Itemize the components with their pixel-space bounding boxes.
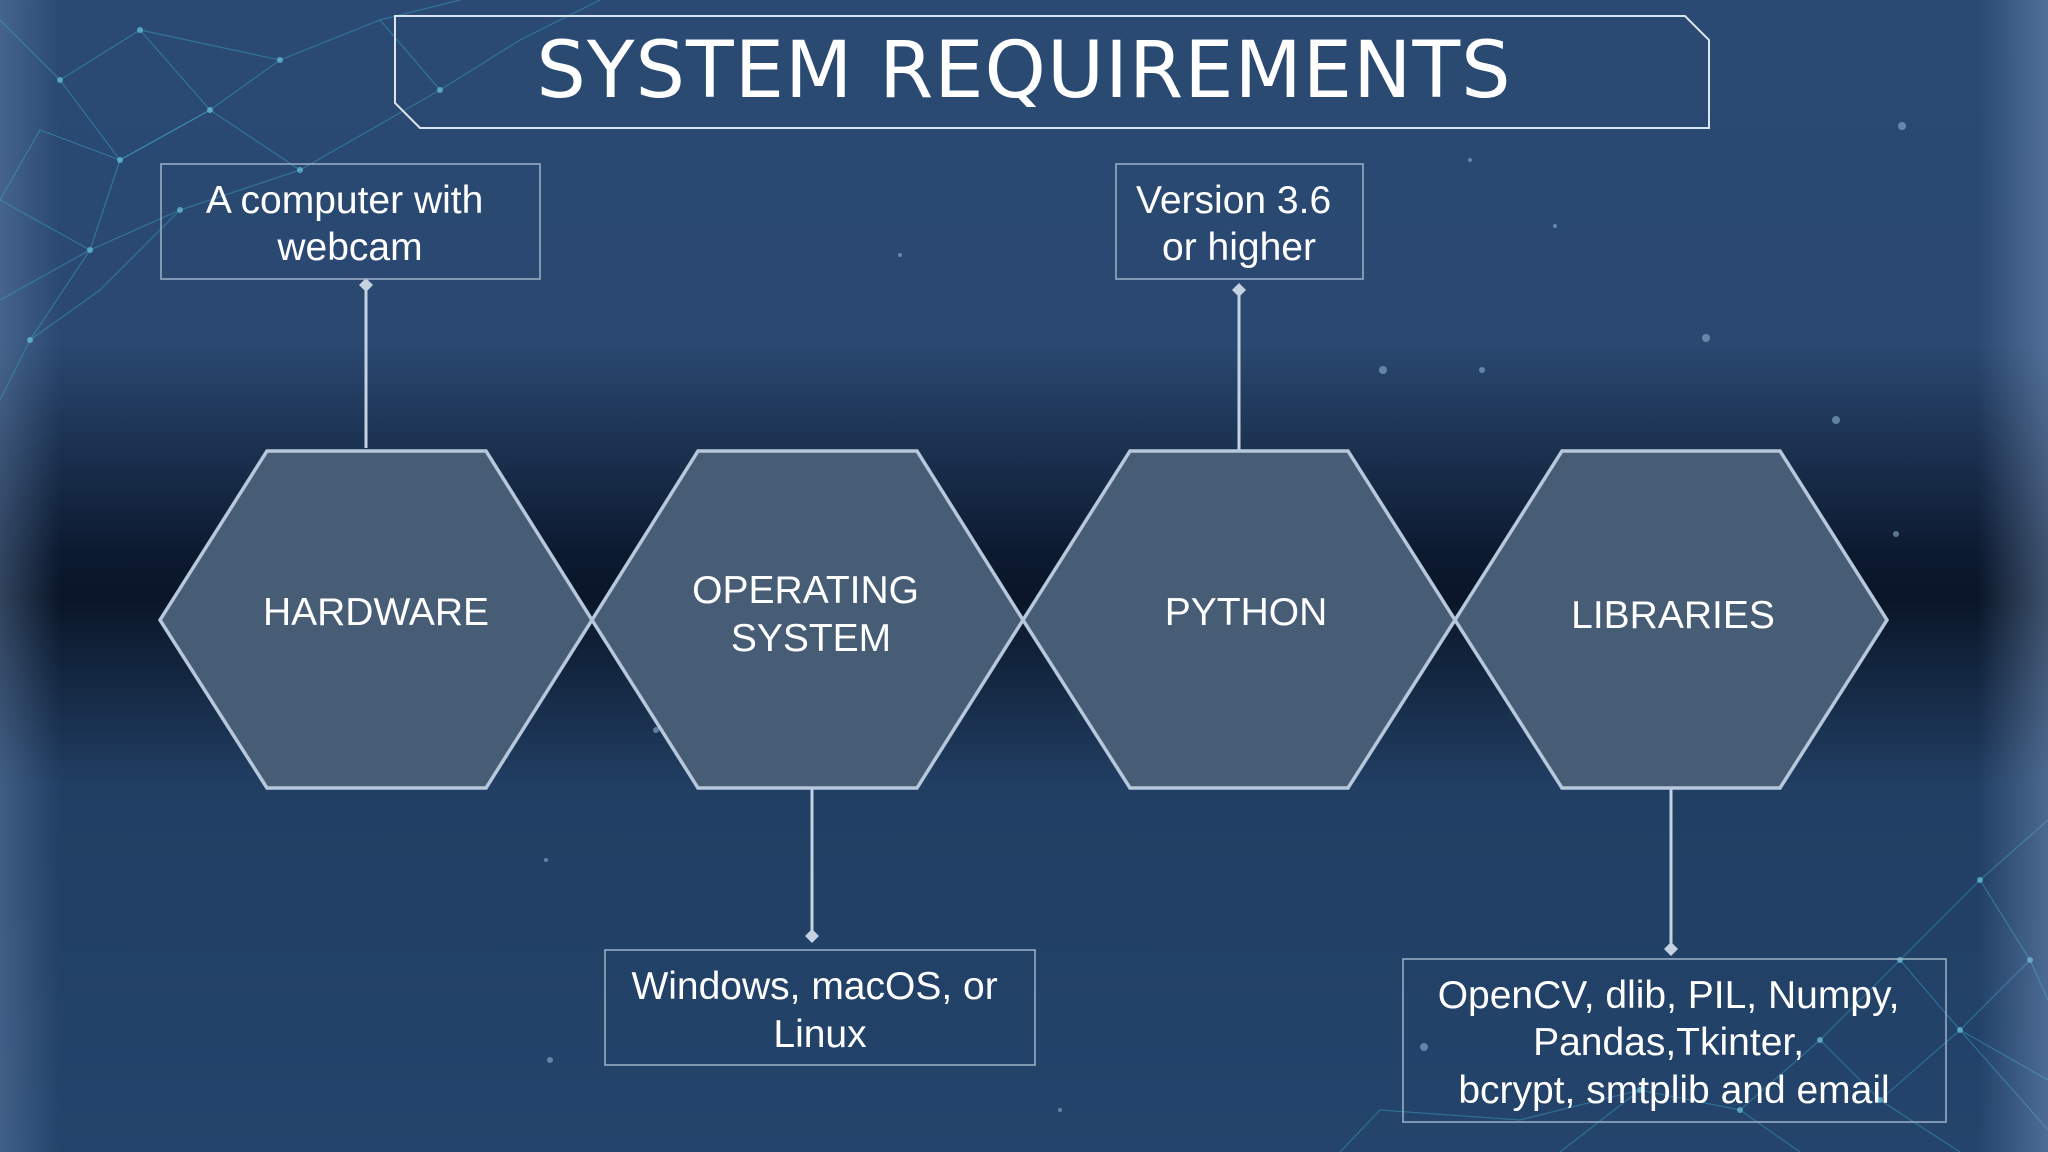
detail-python-text: Version 3.6 or higher bbox=[1136, 179, 1342, 269]
detail-box-operating-system-frame bbox=[604, 949, 1036, 1066]
detail-box-hardware-frame bbox=[160, 163, 541, 280]
background-stars bbox=[544, 122, 1906, 1112]
page-title: SYSTEM REQUIREMENTS bbox=[536, 26, 1511, 116]
detail-box-python-frame bbox=[1115, 163, 1364, 280]
hexagon-operating-system-label: OPERATING SYSTEM bbox=[692, 569, 930, 660]
hexagon-libraries: LIBRARIES bbox=[1452, 449, 1890, 790]
detail-box-operating-system: Windows, macOS, or Linux bbox=[604, 949, 1036, 1066]
detail-box-hardware: A computer with webcam bbox=[160, 163, 541, 280]
detail-operating-system-text: Windows, macOS, or Linux bbox=[631, 965, 1008, 1056]
connector-operating-system-diamond bbox=[805, 929, 819, 943]
detail-box-libraries: OpenCV, dlib, PIL, Numpy, Pandas,Tkinter… bbox=[1402, 958, 1947, 1123]
detail-box-libraries-frame bbox=[1402, 958, 1947, 1123]
hexagon-python-label: PYTHON bbox=[1165, 591, 1328, 634]
connector-hardware-diamond bbox=[359, 278, 373, 292]
hexagon-python: PYTHON bbox=[1020, 449, 1458, 790]
title-banner: SYSTEM REQUIREMENTS bbox=[394, 15, 1710, 129]
hexagon-libraries-label: LIBRARIES bbox=[1571, 594, 1775, 637]
connector-libraries-diamond bbox=[1664, 942, 1678, 956]
detail-libraries-text: OpenCV, dlib, PIL, Numpy, Pandas,Tkinter… bbox=[1438, 974, 1911, 1112]
connectors bbox=[359, 278, 1678, 956]
hexagon-operating-system: OPERATING SYSTEM bbox=[589, 449, 1026, 790]
network-nodes-top-left bbox=[27, 27, 443, 343]
detail-hardware-text: A computer with webcam bbox=[206, 179, 494, 269]
hexagon-libraries-shape bbox=[1452, 449, 1890, 790]
hexagons: HARDWARE OPERATING SYSTEM PYTHON LIBR bbox=[157, 449, 1890, 790]
connector-python-diamond bbox=[1232, 283, 1246, 297]
title-banner-frame bbox=[394, 15, 1710, 129]
detail-box-python: Version 3.6 or higher bbox=[1115, 163, 1364, 280]
hexagon-hardware-label: HARDWARE bbox=[263, 591, 489, 634]
network-decoration-top-left bbox=[0, 0, 601, 401]
hexagon-hardware: HARDWARE bbox=[157, 449, 595, 790]
